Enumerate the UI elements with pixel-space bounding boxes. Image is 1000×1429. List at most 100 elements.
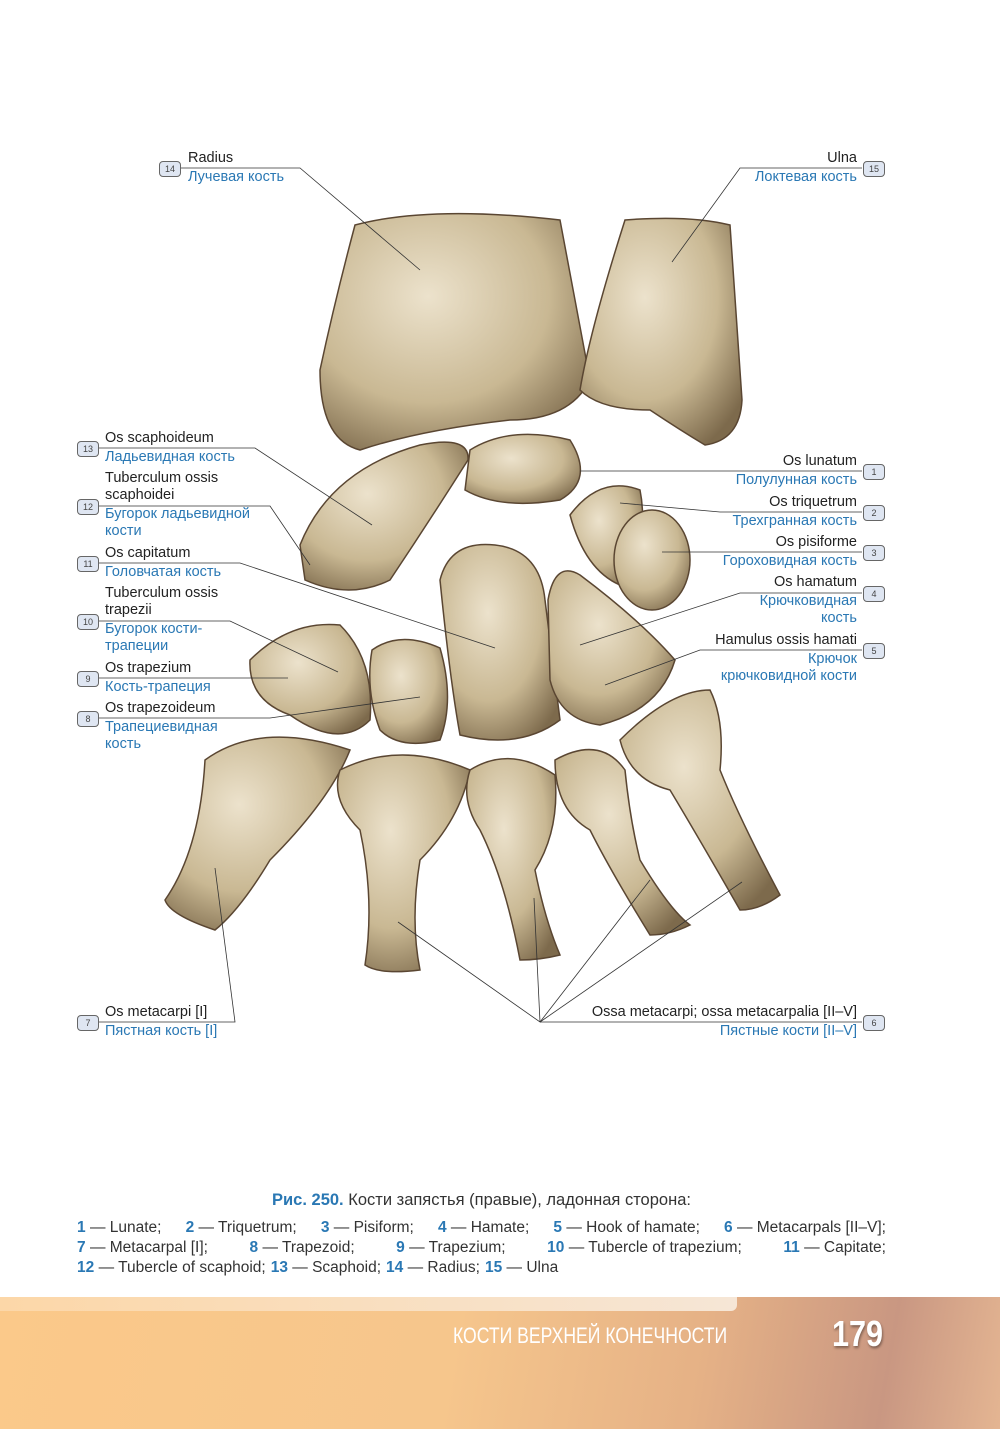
russian-name: Пястные кости [II–V] bbox=[719, 1023, 857, 1039]
latin-name: Ossa metacarpi; ossa metacarpalia [II–V] bbox=[591, 1004, 857, 1020]
label-badge-10: 10 bbox=[77, 614, 99, 630]
legend-item: 15 — Ulna bbox=[484, 1259, 559, 1276]
latin-name: Tuberculum ossis bbox=[105, 470, 219, 486]
wrist-bones-illustration bbox=[98, 167, 862, 1023]
caption-line: 1 — Lunate; 2 — Triquetrum; 3 — Pisiform… bbox=[77, 1218, 886, 1238]
caption-text: Кости запястья (правые), ладонная сторон… bbox=[348, 1191, 691, 1209]
russian-name: крючковидной кости bbox=[720, 668, 857, 684]
figure-caption: Рис. 250. Кости запястья (правые), ладон… bbox=[77, 1190, 886, 1278]
caption-line: 12 — Tubercle of scaphoid; 13 — Scaphoid… bbox=[77, 1258, 886, 1278]
latin-name: Ulna bbox=[827, 150, 857, 166]
legend-item: 5 — Hook of hamate; bbox=[553, 1219, 700, 1236]
metacarpal-2 bbox=[336, 754, 471, 973]
label-badge-6: 6 bbox=[863, 1015, 885, 1031]
trapezium-bone bbox=[249, 623, 372, 735]
latin-name: Os lunatum bbox=[782, 453, 857, 469]
russian-name: Ладьевидная кость bbox=[105, 449, 235, 465]
russian-name: Крючок bbox=[807, 651, 857, 667]
leader-lines bbox=[98, 167, 862, 1023]
legend-item: 13 — Scaphoid; bbox=[270, 1259, 382, 1276]
legend-item: 3 — Pisiform; bbox=[320, 1219, 414, 1236]
russian-name: Гороховидная кость bbox=[722, 553, 857, 569]
label-badge-2: 2 bbox=[863, 505, 885, 521]
label-badge-11: 11 bbox=[77, 556, 99, 572]
label-badge-13: 13 bbox=[77, 441, 99, 457]
label-badge-14: 14 bbox=[159, 161, 181, 177]
page-number: 179 bbox=[832, 1313, 884, 1354]
capitate-bone bbox=[439, 543, 561, 741]
latin-name: Os trapezoideum bbox=[105, 700, 216, 716]
russian-name: Трехгранная кость bbox=[732, 513, 858, 529]
label-badge-1: 1 bbox=[863, 464, 885, 480]
russian-name: трапеции bbox=[105, 638, 169, 654]
russian-name: Бугорок ладьевидной bbox=[105, 506, 251, 522]
label-badge-9: 9 bbox=[77, 671, 99, 687]
legend-item: 1 — Lunate; bbox=[77, 1219, 162, 1236]
metacarpal-4 bbox=[554, 748, 692, 936]
metacarpal-5 bbox=[619, 689, 781, 911]
page-footer: КОСТИ ВЕРХНЕЙ КОНЕЧНОСТИ 179 bbox=[0, 1297, 1000, 1429]
russian-name: кости bbox=[105, 523, 142, 539]
metacarpal-1 bbox=[164, 736, 351, 931]
russian-name: Трапециевидная bbox=[105, 719, 218, 735]
caption-title: Рис. 250. Кости запястья (правые), ладон… bbox=[77, 1190, 886, 1210]
label-badge-12: 12 bbox=[77, 499, 99, 515]
metacarpal-3 bbox=[465, 758, 562, 961]
scaphoid-bone bbox=[299, 441, 469, 591]
legend-item: 6 — Metacarpals [II–V]; bbox=[724, 1219, 886, 1236]
section-title: КОСТИ ВЕРХНЕЙ КОНЕЧНОСТИ bbox=[453, 1323, 728, 1348]
footer-band bbox=[0, 1297, 737, 1311]
russian-name: Крючковидная bbox=[759, 593, 857, 609]
radius-bone bbox=[319, 212, 591, 451]
legend-item: 9 — Trapezium; bbox=[396, 1239, 506, 1256]
russian-name: кость bbox=[820, 610, 857, 626]
legend-item: 8 — Trapezoid; bbox=[249, 1239, 355, 1256]
lunate-bone bbox=[464, 433, 582, 505]
hamate-bone bbox=[547, 570, 676, 726]
latin-name: Os pisiforme bbox=[775, 534, 857, 550]
latin-name: Os triquetrum bbox=[769, 494, 857, 510]
legend-item: 12 — Tubercle of scaphoid; bbox=[77, 1259, 266, 1276]
legend-item: 7 — Metacarpal [I]; bbox=[77, 1239, 208, 1256]
russian-name: Бугорок кости- bbox=[105, 621, 203, 637]
latin-name: Radius bbox=[188, 150, 234, 166]
legend-item: 4 — Hamate; bbox=[437, 1219, 530, 1236]
russian-name: Лучевая кость bbox=[188, 169, 285, 185]
ulna-bone bbox=[579, 217, 743, 446]
label-badge-5: 5 bbox=[863, 643, 885, 659]
label-metacarpal-1: Os metacarpi [I]Пястная кость [I] bbox=[105, 1004, 217, 1040]
latin-name: Tuberculum ossis bbox=[105, 585, 219, 601]
latin-name: trapezii bbox=[105, 602, 152, 618]
trapezoid-bone bbox=[369, 638, 449, 745]
label-badge-3: 3 bbox=[863, 545, 885, 561]
legend-item: 11 — Capitate; bbox=[783, 1239, 886, 1256]
latin-name: scaphoidei bbox=[105, 487, 175, 503]
label-badge-4: 4 bbox=[863, 586, 885, 602]
pisiform-bone bbox=[613, 509, 691, 611]
legend-item: 14 — Radius; bbox=[386, 1259, 480, 1276]
russian-name: Головчатая кость bbox=[105, 564, 222, 580]
russian-name: Локтевая кость bbox=[754, 169, 857, 185]
russian-name: Пястная кость [I] bbox=[105, 1023, 218, 1039]
caption-line: 7 — Metacarpal [I]; 8 — Trapezoid; 9 — T… bbox=[77, 1238, 886, 1258]
label-badge-15: 15 bbox=[863, 161, 885, 177]
russian-name: Кость-трапеция bbox=[105, 679, 211, 695]
label-badge-8: 8 bbox=[77, 711, 99, 727]
latin-name: Os scaphoideum bbox=[105, 430, 214, 446]
figure-number: Рис. 250. bbox=[272, 1191, 344, 1209]
latin-name: Os trapezium bbox=[105, 660, 192, 676]
label-badge-7: 7 bbox=[77, 1015, 99, 1031]
latin-name: Os capitatum bbox=[105, 545, 191, 561]
